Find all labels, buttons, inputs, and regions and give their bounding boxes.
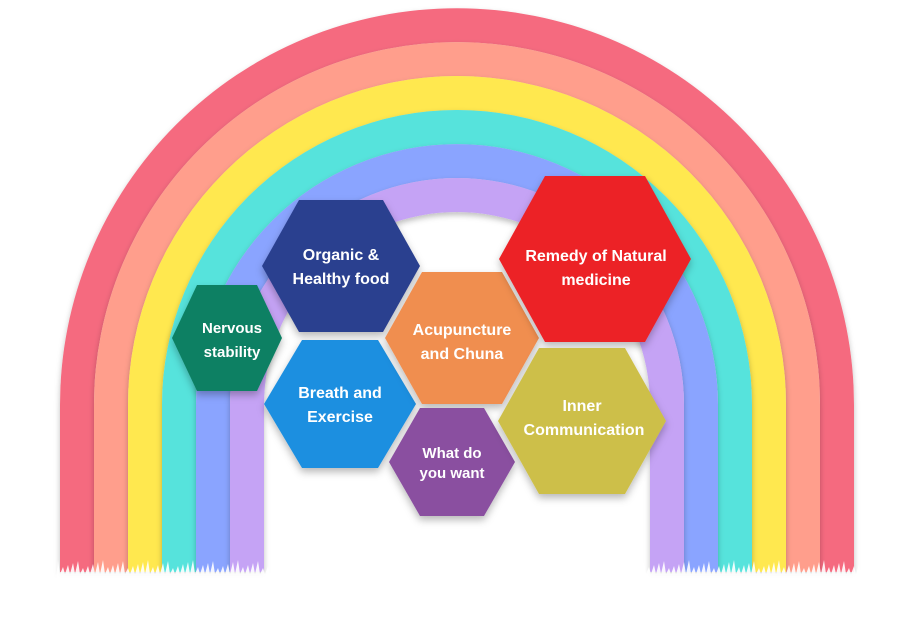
want-label-line1: What do <box>422 445 481 462</box>
organic-label-line1: Organic & <box>303 247 380 264</box>
hexagon-what-do-you-want: What do you want <box>389 408 515 516</box>
hexagon-organic-shape <box>262 200 420 332</box>
remedy-label-line2: medicine <box>561 272 630 289</box>
hexagon-remedy-natural-medicine: Remedy of Natural medicine <box>499 176 691 342</box>
hexagon-breath-exercise: Breath and Exercise <box>264 340 416 468</box>
acupuncture-label-line1: Acupuncture <box>413 322 512 339</box>
hexagon-remedy-shape <box>499 176 691 342</box>
remedy-label-line1: Remedy of Natural <box>525 248 666 265</box>
hexagon-inner-communication: Inner Communication <box>498 348 666 494</box>
hexagon-organic-healthy-food: Organic & Healthy food <box>262 200 420 332</box>
grass-left <box>56 560 275 580</box>
hexagon-acupuncture-chuna: Acupuncture and Chuna <box>385 272 539 404</box>
acupuncture-label-line2: and Chuna <box>421 346 504 363</box>
hexagon-breath-shape <box>264 340 416 468</box>
hexagon-want-shape <box>389 408 515 516</box>
grass-right-base <box>642 578 858 590</box>
hexagon-inner-shape <box>498 348 666 494</box>
grass-right <box>642 560 861 580</box>
grass-left-base <box>56 578 272 590</box>
grass-edges <box>56 560 861 590</box>
inner-label-line2: Communication <box>524 422 645 439</box>
hexagon-nervous-shape <box>172 285 282 391</box>
inner-label-line1: Inner <box>562 398 601 415</box>
nervous-label-line2: stability <box>204 344 261 361</box>
organic-label-line2: Healthy food <box>293 271 390 288</box>
hexagon-nervous-stability: Nervous stability <box>172 285 282 391</box>
breath-label-line2: Exercise <box>307 409 373 426</box>
nervous-label-line1: Nervous <box>202 320 262 337</box>
want-label-line2: you want <box>419 465 484 482</box>
breath-label-line1: Breath and <box>298 385 382 402</box>
hexagon-acupuncture-shape <box>385 272 539 404</box>
